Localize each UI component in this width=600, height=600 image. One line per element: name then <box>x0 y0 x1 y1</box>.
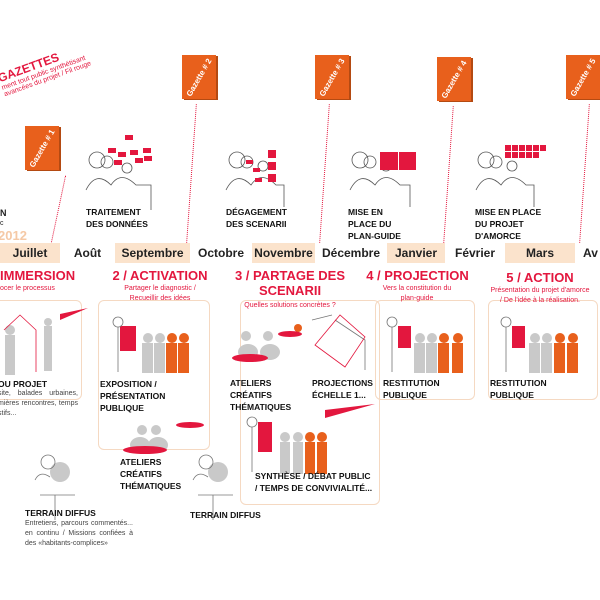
gazette-1[interactable]: Gazette # 1 <box>25 126 59 170</box>
phase-panel-partage <box>240 300 380 505</box>
activity-ateliers-2: ATELIERS CRÉATIFS THÉMATIQUES <box>230 378 292 412</box>
activity-synthese: SYNTHÈSE / DÉBAT PUBLIC / TEMPS DE CONVI… <box>255 471 373 493</box>
gazettes-header: GAZETTES ment tout public synthétisant a… <box>0 40 92 98</box>
milestone-traitement: TRAITEMENT DES DONNÉES <box>86 207 148 229</box>
milestone-degagement: DÉGAGEMENT DES SCENARII <box>226 207 287 229</box>
gazette-label: Gazette # 3 <box>317 56 347 98</box>
phase-subtitle-immersion: ocer le processus <box>0 285 55 292</box>
activity-restitution-2: RESTITUTION PUBLIQUE <box>490 378 547 400</box>
month-decembre: Décembre <box>321 246 381 260</box>
phase-subtitle-action: Présentation du projet d'amorce / De l'i… <box>490 287 590 304</box>
activity-immersion-title: OU PROJET <box>0 379 48 389</box>
gazette-2[interactable]: Gazette # 2 <box>182 55 216 99</box>
activity-illustrations <box>3 308 578 520</box>
activity-exposition: EXPOSITION / PRÉSENTATION PUBLIQUE <box>100 379 166 413</box>
gazette-label: Gazette # 2 <box>184 56 214 98</box>
terrain-diffus-title-2: TERRAIN DIFFUS <box>190 510 261 520</box>
left-partial-small: c <box>0 220 4 227</box>
month-avril: Av <box>583 246 598 260</box>
phase-panel-action <box>488 300 598 400</box>
month-fevrier: Février <box>454 246 496 260</box>
month-juillet: Juillet <box>0 243 60 263</box>
phase-subtitle-partage: Quelles solutions concrètes ? <box>244 302 336 309</box>
phase-panel-projection <box>375 300 475 400</box>
phase-subtitle-activation: Partager le diagnostic / Recueillir des … <box>124 285 196 302</box>
month-octobre: Octobre <box>197 246 244 260</box>
activity-ateliers-1: ATELIERS CRÉATIFS THÉMATIQUES <box>120 457 182 491</box>
phase-title-action: 5 / ACTION <box>506 270 574 285</box>
year-label: 2012 <box>0 228 27 243</box>
gazette-3[interactable]: Gazette # 3 <box>315 55 349 99</box>
activity-projections: PROJECTIONS ÉCHELLE 1... <box>312 378 373 400</box>
activity-immersion-desc: site, balades urbaines, mières rencontre… <box>0 390 78 417</box>
phase-title-partage: 3 / PARTAGE DES SCENARII <box>234 268 346 298</box>
phase-subtitle-projection: Vers la constitution du plan-guide <box>382 285 452 302</box>
terrain-diffus-title: TERRAIN DIFFUS <box>25 508 96 518</box>
gazette-label: Gazette # 4 <box>439 58 469 100</box>
month-mars: Mars <box>505 243 575 263</box>
gazette-5[interactable]: Gazette # 5 <box>566 55 600 99</box>
phase-title-activation: 2 / ACTIVATION <box>112 268 208 283</box>
left-partial-letter: N <box>0 208 7 218</box>
phase-panel-immersion <box>0 300 82 400</box>
activity-restitution-1: RESTITUTION PUBLIQUE <box>383 378 440 400</box>
phase-title-projection: 4 / PROJECTION <box>366 268 469 283</box>
month-septembre: Septembre <box>115 243 190 263</box>
gazette-label: Gazette # 5 <box>568 56 598 98</box>
milestone-projet-amorce: MISE EN PLACE DU PROJET D'AMORCE <box>475 207 542 241</box>
milestone-plan-guide: MISE EN PLACE DU PLAN-GUIDE <box>348 207 401 241</box>
terrain-diffus-desc: Entretiens, parcours commentés... en con… <box>25 520 133 547</box>
gazette-4[interactable]: Gazette # 4 <box>437 57 471 101</box>
phase-title-immersion: IMMERSION <box>0 268 76 283</box>
month-aout: Août <box>73 246 102 260</box>
month-novembre: Novembre <box>252 243 315 263</box>
month-janvier: Janvier <box>387 243 445 263</box>
meeting-illustration <box>85 135 546 210</box>
